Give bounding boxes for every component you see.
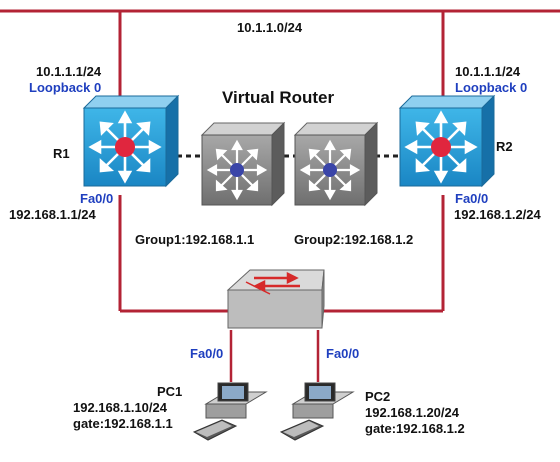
- r2-interface-ip: 192.168.1.2/24: [454, 207, 541, 222]
- r1-name: R1: [53, 146, 70, 161]
- network-links: [0, 9, 560, 313]
- r2-name: R2: [496, 139, 513, 154]
- group1-virtual-switch-icon[interactable]: [200, 121, 286, 207]
- pc-links: [229, 330, 320, 382]
- lan-switch-icon[interactable]: [226, 269, 325, 329]
- pc2-desktop-icon[interactable]: [279, 382, 355, 441]
- pc1-name: PC1: [157, 384, 183, 399]
- r1-interface-ip: 192.168.1.1/24: [9, 207, 96, 222]
- r1-loopback-ip: 10.1.1.1/24: [36, 64, 102, 79]
- r1-loopback-name: Loopback 0: [29, 80, 102, 95]
- top-subnet-label: 10.1.1.0/24: [237, 20, 303, 35]
- pc1-ip: 192.168.1.10/24: [73, 400, 167, 415]
- group1-label: Group1:192.168.1.1: [135, 232, 255, 247]
- pc2-port-label: Fa0/0: [326, 346, 360, 361]
- pc2-ip: 192.168.1.20/24: [365, 405, 459, 420]
- group2-virtual-switch-icon[interactable]: [293, 121, 379, 207]
- r2-interface: Fa0/0: [455, 191, 489, 206]
- pc2-name: PC2: [365, 389, 391, 404]
- pc1-desktop-icon[interactable]: [192, 382, 268, 441]
- pc1-gateway: gate:192.168.1.1: [73, 416, 173, 431]
- r1-router-icon[interactable]: [82, 94, 180, 188]
- pc2-gateway: gate:192.168.1.2: [365, 421, 465, 436]
- group2-label: Group2:192.168.1.2: [294, 232, 414, 247]
- r1-interface: Fa0/0: [80, 191, 114, 206]
- r2-router-icon[interactable]: [398, 94, 496, 188]
- r2-loopback-ip: 10.1.1.1/24: [455, 64, 521, 79]
- pc1-port-label: Fa0/0: [190, 346, 224, 361]
- r2-loopback-name: Loopback 0: [455, 80, 528, 95]
- virtual-router-title: Virtual Router: [222, 88, 335, 107]
